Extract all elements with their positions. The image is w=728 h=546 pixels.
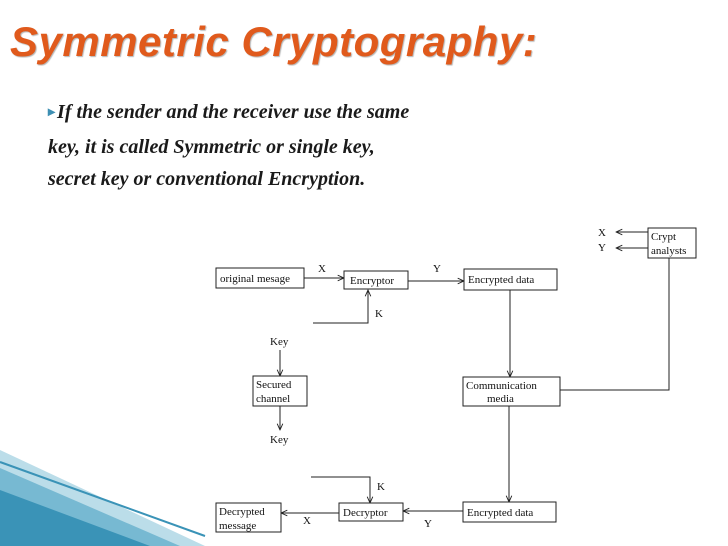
x-label-crypt: X (598, 227, 606, 239)
media-to-analysts-line (560, 258, 669, 390)
crypt-analysts-label-2: analysts (651, 245, 686, 257)
k-label-top: K (375, 308, 383, 320)
y-label-crypt: Y (598, 242, 606, 254)
encrypted-data-bottom-label: Encrypted data (467, 507, 533, 519)
key-bottom-label: Key (270, 434, 289, 446)
communication-media-label-2: media (487, 393, 514, 405)
secured-channel-label-2: channel (256, 393, 290, 405)
original-message-label: original mesage (220, 273, 290, 285)
y-label-top: Y (433, 263, 441, 275)
k-label-bottom: K (377, 481, 385, 493)
key-top-label: Key (270, 336, 289, 348)
decryptor-label: Decryptor (343, 507, 388, 519)
corner-decoration (0, 450, 205, 546)
x-label-top: X (318, 263, 326, 275)
arrow-key-to-encryptor (313, 290, 368, 323)
y-label-bottom: Y (424, 518, 432, 530)
x-label-bottom: X (303, 515, 311, 527)
communication-media-label-1: Communication (466, 380, 537, 392)
arrow-key-to-decryptor (311, 477, 370, 503)
encryptor-label: Encryptor (350, 275, 394, 287)
crypt-analysts-label-1: Crypt (651, 231, 676, 243)
decrypted-message-label-2: message (219, 520, 256, 532)
secured-channel-label-1: Secured (256, 379, 292, 391)
encrypted-data-top-label: Encrypted data (468, 274, 534, 286)
decrypted-message-label-1: Decrypted (219, 506, 265, 518)
